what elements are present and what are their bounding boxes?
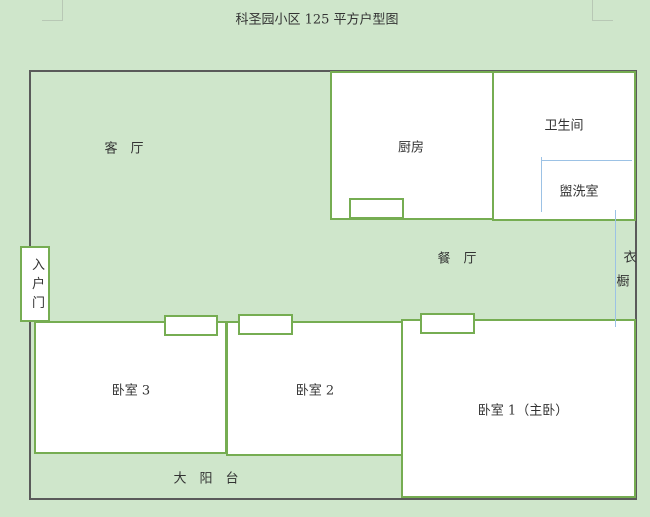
bedroom-3 <box>34 321 227 454</box>
page-corner-mark <box>42 0 63 21</box>
wardrobe-label: 衣 <box>623 250 637 266</box>
washroom-partition <box>542 160 632 161</box>
balcony-label: 大 阳 台 <box>173 471 239 487</box>
bedroom-2-label: 卧室 2 <box>295 383 335 399</box>
bedroom-2 <box>226 321 405 456</box>
washroom-label: 盥洗室 <box>559 184 599 200</box>
bedroom-1-label: 卧室 1（主卧） <box>477 403 569 419</box>
kitchen-label: 厨房 <box>397 140 425 156</box>
entry-door-label: 入户门 <box>29 257 44 315</box>
bedroom-1 <box>401 319 636 498</box>
page-title: 科圣园小区 125 平方户型图 <box>235 12 399 28</box>
bedroom-3-window <box>164 315 218 336</box>
bedroom-1-window <box>420 313 475 334</box>
wardrobe-partition <box>615 210 616 327</box>
wardrobe-label: 橱 <box>616 274 630 290</box>
bathroom-label: 卫生间 <box>544 118 584 134</box>
kitchen <box>330 71 494 220</box>
washroom-partition <box>541 157 542 212</box>
bedroom-2-window <box>238 314 293 335</box>
bathroom <box>492 71 636 221</box>
bedroom-3-label: 卧室 3 <box>111 383 151 399</box>
dining-room-label: 餐 厅 <box>437 251 477 267</box>
living-room-label: 客 厅 <box>104 141 144 157</box>
page-corner-mark <box>592 0 613 21</box>
kitchen-window <box>349 198 404 219</box>
